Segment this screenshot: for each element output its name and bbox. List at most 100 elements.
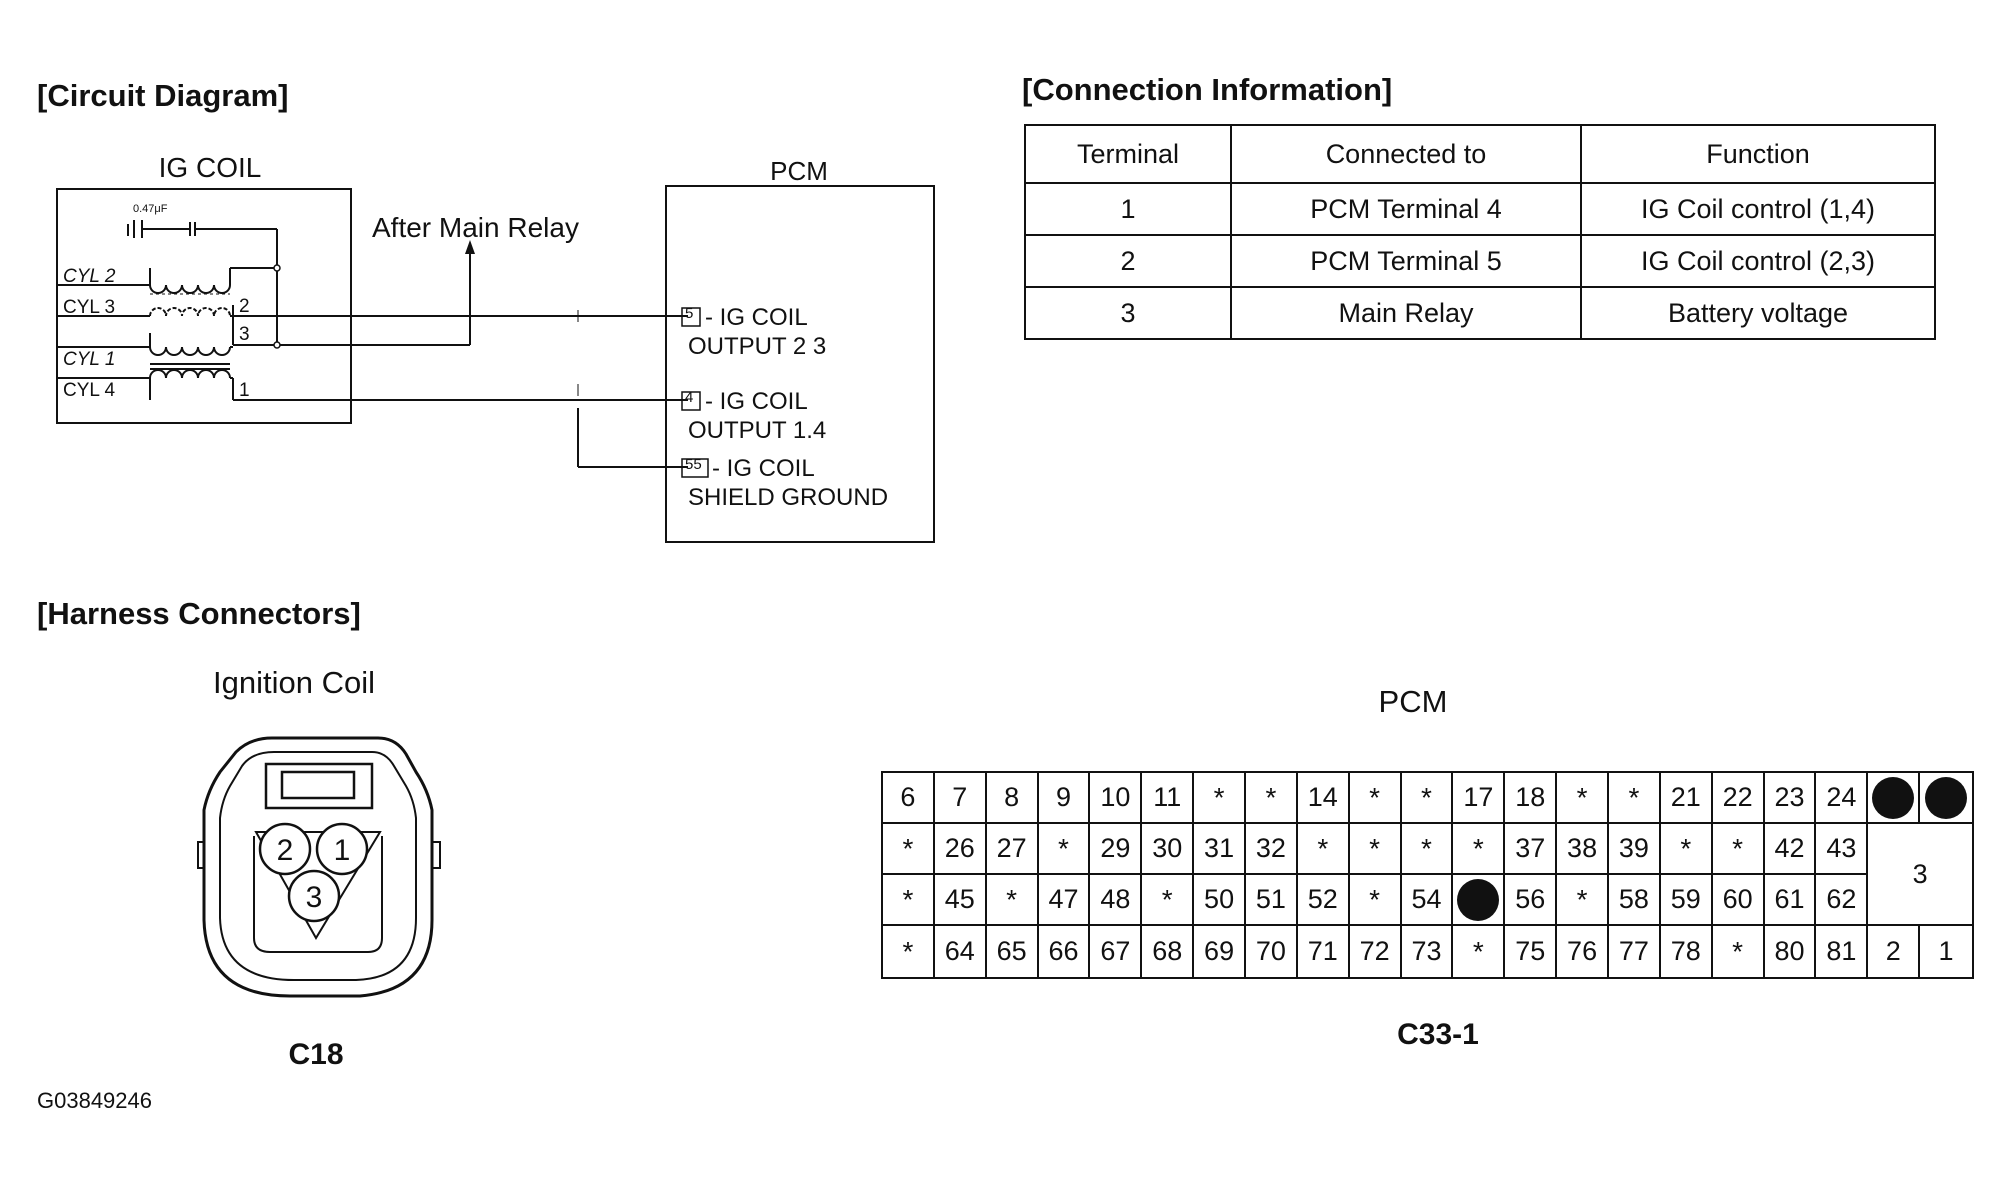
pcm-terminal-cell: 72 xyxy=(1350,926,1402,977)
figure-id: G03849246 xyxy=(37,1088,152,1113)
connection-table: Terminal Connected to Function 1 PCM Ter… xyxy=(1024,124,1936,340)
pcm-terminal-cell: 14 xyxy=(1297,773,1350,824)
pcm-terminal-cell: 27 xyxy=(986,824,1039,875)
cyl-1-label: CYL 1 xyxy=(63,349,116,370)
pcm-terminal-cell: 8 xyxy=(986,773,1039,824)
ignition-coil-code: C18 xyxy=(288,1038,344,1071)
pcm-terminal-cell: 39 xyxy=(1609,824,1661,875)
pcm-cavity-unused: * xyxy=(1349,773,1402,824)
pcm-terminal-cell: 60 xyxy=(1712,875,1765,926)
header-connected-to: Connected to xyxy=(1230,124,1582,184)
ignition-coil-pin-1-label: 1 xyxy=(334,834,351,867)
circuit-diagram-heading: [Circuit Diagram] xyxy=(37,78,289,113)
pcm-connector-code: C33-1 xyxy=(1397,1018,1479,1051)
cyl-3-label: CYL 3 xyxy=(63,297,116,318)
pcm-pin-5-box xyxy=(681,307,701,327)
pcm-terminal-cell: 6 xyxy=(883,773,935,824)
pcm-terminal-cell: 66 xyxy=(1039,926,1091,977)
pcm-terminal-cell: 62 xyxy=(1816,875,1869,926)
pcm-terminal-cell: 51 xyxy=(1246,875,1298,926)
pcm-pin-4-box xyxy=(681,391,701,411)
pcm-terminal-cell: 21 xyxy=(1660,773,1713,824)
pcm-cavity-unused: * xyxy=(1401,773,1454,824)
pcm-pin-4-text: - IG COIL xyxy=(705,388,808,415)
connection-info-heading: [Connection Information] xyxy=(1022,72,1393,107)
pcm-cavity-unused: * xyxy=(1297,824,1350,875)
coil-winding-cyl23 xyxy=(149,267,277,345)
pcm-terminal-cell: 32 xyxy=(1246,824,1298,875)
pcm-pin-4-number: 4 xyxy=(685,389,694,406)
pcm-cavity-unused: * xyxy=(1557,875,1609,926)
table-row: 3 Main Relay Battery voltage xyxy=(1024,286,1936,340)
header-function: Function xyxy=(1580,124,1936,184)
cyl-4-label: CYL 4 xyxy=(63,380,116,401)
pcm-cavity-plug xyxy=(1868,773,1921,824)
pcm-pin-55-desc: SHIELD GROUND xyxy=(688,484,889,511)
table-row: 1 PCM Terminal 4 IG Coil control (1,4) xyxy=(1024,182,1936,236)
pcm-title: PCM xyxy=(770,156,828,186)
pcm-terminal-cell: 17 xyxy=(1453,773,1506,824)
row-3-function: Battery voltage xyxy=(1580,286,1936,340)
ignition-coil-pin-2-label: 2 xyxy=(277,834,294,867)
pcm-terminal-cell: 30 xyxy=(1142,824,1195,875)
pcm-terminal-cell: 47 xyxy=(1038,875,1091,926)
row-3-terminal: 3 xyxy=(1024,286,1232,340)
ignition-coil-pin-3 xyxy=(287,869,341,923)
pcm-terminal-cell: 22 xyxy=(1712,773,1765,824)
pcm-cavity-unused: * xyxy=(1038,824,1091,875)
pcm-terminal-cell: 68 xyxy=(1142,926,1195,977)
pcm-terminal-cell: 69 xyxy=(1194,926,1246,977)
table-row: 2 PCM Terminal 5 IG Coil control (2,3) xyxy=(1024,234,1936,288)
pcm-terminal-cell: 59 xyxy=(1660,875,1713,926)
harness-connectors-heading: [Harness Connectors] xyxy=(37,596,361,631)
pcm-terminal-cell: 29 xyxy=(1090,824,1143,875)
pcm-cavity-unused: * xyxy=(1194,773,1246,824)
wire-shield-ground xyxy=(577,310,688,468)
pcm-terminal-cell: 64 xyxy=(935,926,987,977)
row-2-connected-to: PCM Terminal 5 xyxy=(1230,234,1582,288)
ignition-coil-title: Ignition Coil xyxy=(213,665,375,700)
coil-winding-cyl14 xyxy=(149,333,234,400)
pcm-terminal-cell: 23 xyxy=(1764,773,1817,824)
pcm-box xyxy=(665,185,935,543)
pcm-terminal-cell: 78 xyxy=(1661,926,1713,977)
row-1-terminal: 1 xyxy=(1024,182,1232,236)
pcm-terminal-cell: 50 xyxy=(1194,875,1246,926)
pcm-cavity-plug xyxy=(1920,773,1972,824)
pcm-pin-5-desc: OUTPUT 2 3 xyxy=(688,333,827,360)
pcm-cavity-unused: * xyxy=(1349,875,1402,926)
pcm-cavity-unused: * xyxy=(1453,926,1506,977)
pcm-pin-5-text: - IG COIL xyxy=(705,304,808,331)
pcm-terminal-cell: 1 xyxy=(1938,936,1954,966)
pcm-terminal-cell: 81 xyxy=(1816,926,1869,977)
pcm-cavity-unused: * xyxy=(883,926,935,977)
pcm-terminal-cell: 42 xyxy=(1764,824,1817,875)
pcm-cavity-unused: * xyxy=(1609,773,1661,824)
pcm-terminal-cell: 54 xyxy=(1401,875,1454,926)
row-1-connected-to: PCM Terminal 4 xyxy=(1230,182,1582,236)
pcm-terminal-cell: 11 xyxy=(1142,773,1195,824)
pcm-terminal-cell: 76 xyxy=(1557,926,1609,977)
filled-cavity-dot xyxy=(1457,878,1500,921)
capacitor-symbol xyxy=(127,220,278,345)
pcm-cavity-unused: * xyxy=(1453,824,1506,875)
pcm-terminal-cell: 38 xyxy=(1557,824,1609,875)
header-terminal: Terminal xyxy=(1024,124,1232,184)
ig-coil-title: IG COIL xyxy=(158,152,262,183)
ignition-coil-pin-2 xyxy=(258,822,312,876)
pcm-connector-title: PCM xyxy=(1378,684,1448,719)
after-main-relay-arrow xyxy=(465,240,475,254)
pcm-cavity-unused: * xyxy=(883,824,935,875)
pcm-pin-55-number: 55 xyxy=(685,456,702,473)
pcm-terminal-cell: 43 xyxy=(1816,824,1869,875)
pcm-terminal-cell: 24 xyxy=(1816,773,1869,824)
pcm-cavity-unused: * xyxy=(986,875,1039,926)
pcm-terminal-cell: 26 xyxy=(934,824,987,875)
pcm-pin-55-box xyxy=(681,458,709,478)
row-1-function: IG Coil control (1,4) xyxy=(1580,182,1936,236)
pcm-cavity-unused: * xyxy=(1142,875,1195,926)
pcm-terminal-cell: 65 xyxy=(987,926,1039,977)
ignition-coil-connector xyxy=(197,736,441,998)
pcm-terminal-cell: 70 xyxy=(1246,926,1298,977)
